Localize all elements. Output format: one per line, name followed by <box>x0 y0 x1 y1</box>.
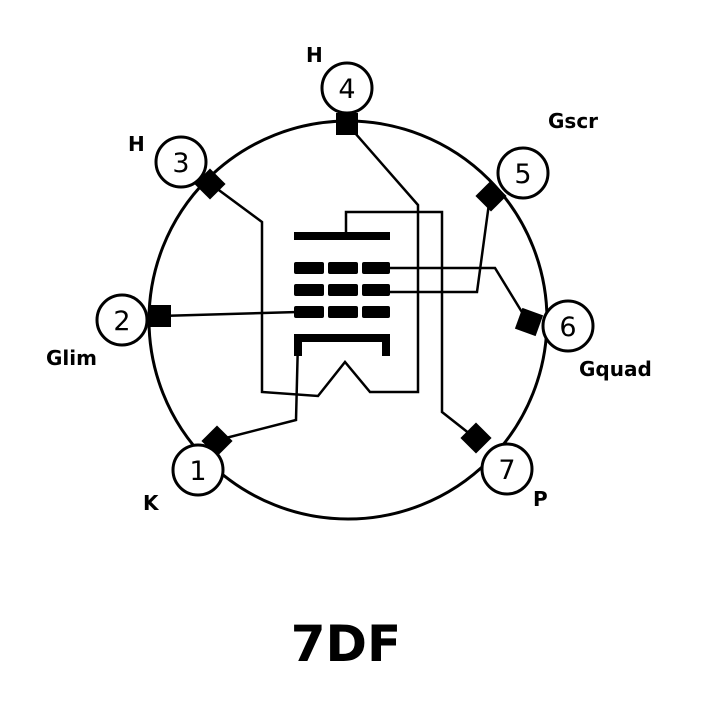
pin-circles <box>95 61 595 497</box>
cathode-leg-left <box>294 334 302 356</box>
pin-number-5: 5 <box>514 159 531 190</box>
pin-contact-2 <box>149 305 171 327</box>
pin-label-7: P <box>533 487 548 511</box>
pin-number-6: 6 <box>559 312 576 343</box>
grid-bar <box>294 284 324 296</box>
grid-bar <box>294 262 324 274</box>
pin-number-3: 3 <box>172 148 189 179</box>
pin-number-1: 1 <box>189 456 206 487</box>
pin-label-4: H <box>306 43 323 67</box>
cathode-electrode <box>294 334 390 342</box>
grid-bar <box>328 262 358 274</box>
pin-label-5: Gscr <box>548 109 598 133</box>
grid-bar <box>362 306 390 318</box>
pin-circle-7 <box>480 442 534 496</box>
limiter-grid-wire <box>159 310 299 318</box>
pin-circle-1 <box>171 443 225 497</box>
screen-grid-wire <box>388 195 492 294</box>
internal-wiring <box>159 124 530 442</box>
pin-number-2: 2 <box>113 306 130 337</box>
grid-bar <box>362 284 390 296</box>
pin-numbers: 1 2 3 4 5 6 7 <box>113 74 576 487</box>
pin-labels: K Glim H H Gscr Gquad P <box>46 43 652 515</box>
cathode-wire <box>217 339 300 442</box>
pin-label-1: K <box>143 491 160 515</box>
pin-number-7: 7 <box>498 455 515 486</box>
pin-contact-6 <box>514 307 544 337</box>
grid-bar <box>362 262 390 274</box>
pin-label-6: Gquad <box>579 357 652 381</box>
grid-bar <box>328 306 358 318</box>
pin-circle-3 <box>154 135 208 189</box>
diagram-title: 7DF <box>291 615 401 673</box>
electrode-structure <box>294 232 390 356</box>
pin-circle-6 <box>541 299 595 353</box>
pin-circle-5 <box>496 146 550 200</box>
pin-number-4: 4 <box>338 74 355 105</box>
pin-contact-7 <box>460 422 492 454</box>
pin-circle-2 <box>95 293 149 347</box>
plate-electrode <box>294 232 390 240</box>
pin-label-2: Glim <box>46 346 97 370</box>
pin-contact-5 <box>475 180 507 212</box>
grid-bar <box>328 284 358 296</box>
pin-circle-4 <box>320 61 374 115</box>
grid-bar <box>294 306 324 318</box>
plate-lead <box>344 210 476 439</box>
pin-label-3: H <box>128 132 145 156</box>
screen-grid-bar-lead <box>388 266 530 323</box>
cathode-leg-right <box>382 334 390 356</box>
pin-contact-4 <box>336 113 358 135</box>
